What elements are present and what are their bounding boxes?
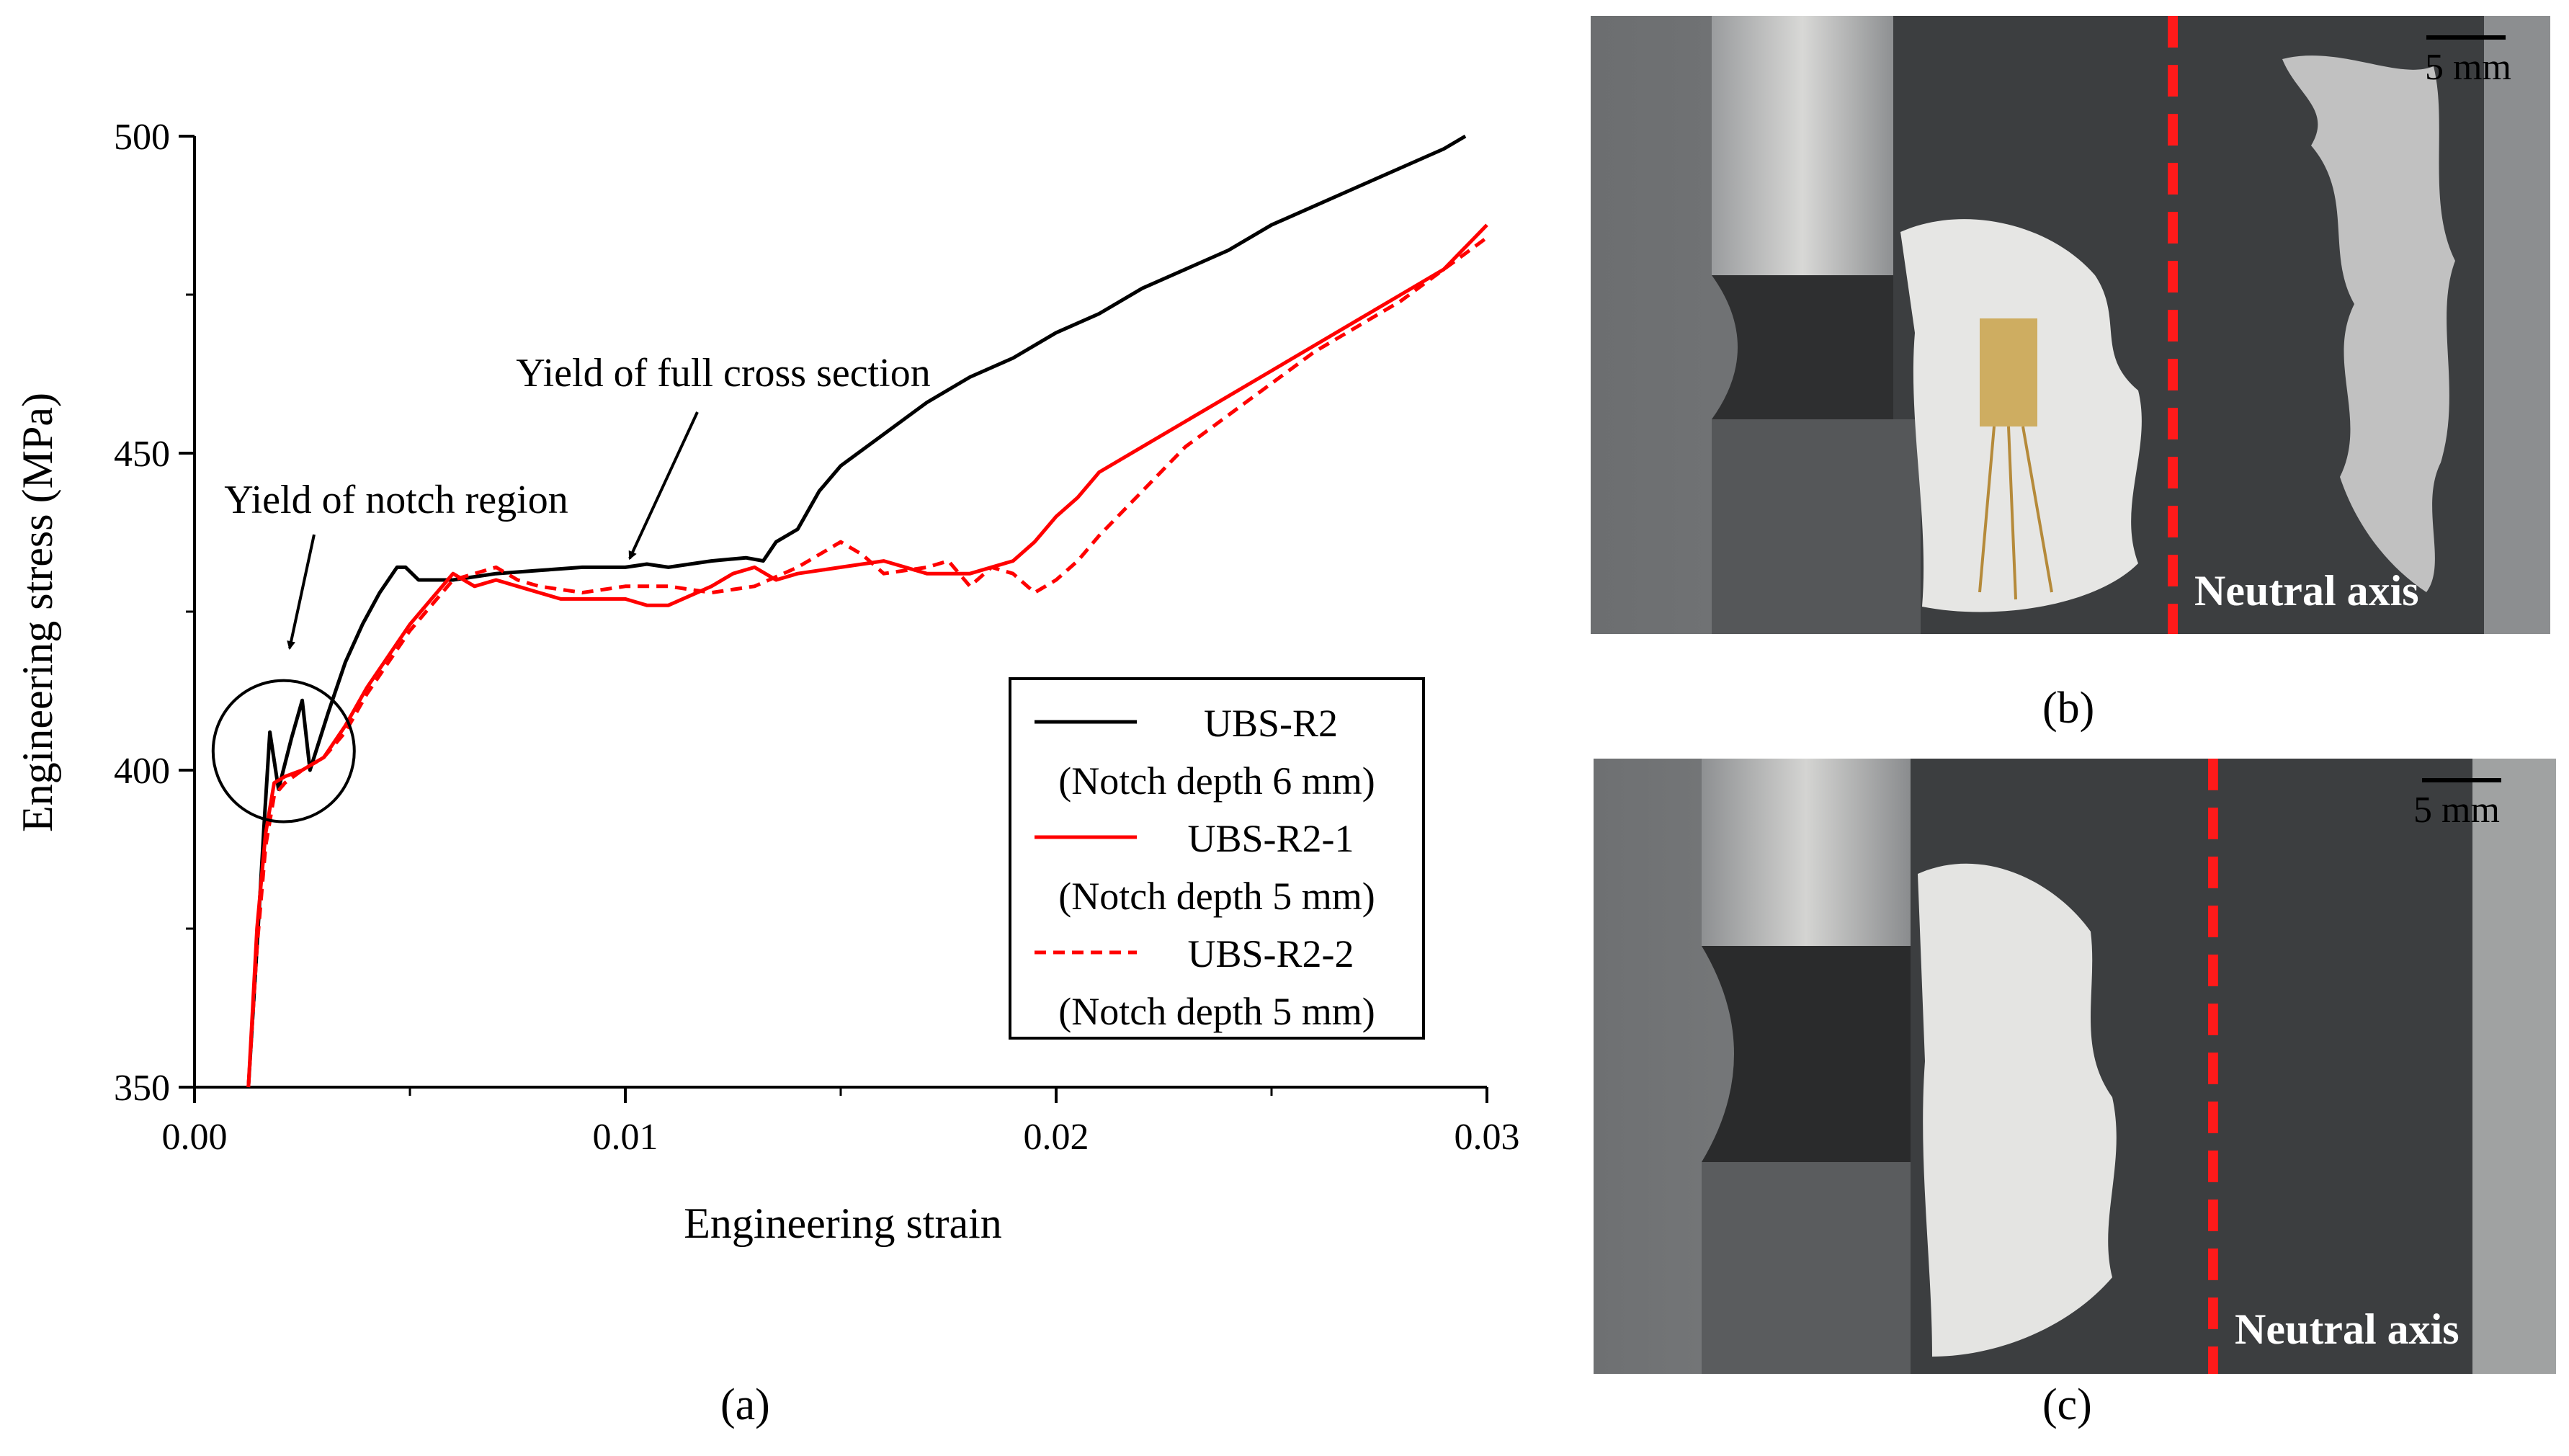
stress-strain-chart: 0.00 0.01 0.02 0.03 350 400 450 500 Yield of fu…: [14, 117, 1520, 1247]
annotation-notch-region: Yield of notch region: [224, 478, 568, 522]
y-tick-label: 350: [114, 1068, 170, 1109]
legend-label: UBS-R2: [1204, 702, 1338, 745]
legend-box: [1009, 677, 1425, 1040]
notch-yield-circle: [211, 679, 356, 823]
y-axis-label: Engineering stress (MPa): [14, 393, 61, 832]
strain-gauge: [1980, 318, 2037, 426]
x-tick-label: 0.02: [1024, 1117, 1089, 1158]
plate-right-edge: [2472, 759, 2556, 1374]
panel-label-b: (b): [2042, 684, 2095, 733]
notch: [1702, 946, 1911, 1162]
legend-sublabel: (Notch depth 5 mm): [1058, 990, 1375, 1033]
annotation-full-section: Yield of full cross section: [516, 351, 930, 396]
annotation-arrow-full-section: [628, 411, 699, 560]
white-paint-right: [2282, 55, 2455, 593]
legend-label: UBS-R2-1: [1187, 817, 1354, 860]
notch: [1712, 275, 1893, 419]
x-tick-label: 0.00: [162, 1117, 228, 1158]
scale-label: 5 mm: [2425, 47, 2511, 88]
panel-label-c: (c): [2042, 1380, 2092, 1429]
panel-label-a: (a): [720, 1380, 770, 1429]
plate-right-edge: [2484, 16, 2550, 634]
steel-upper-block: [1702, 759, 1911, 946]
x-axis-label: Engineering strain: [684, 1200, 1002, 1247]
annotation-arrow-notch-region: [287, 534, 316, 650]
x-tick-label: 0.03: [1455, 1117, 1520, 1158]
y-tick-label: 500: [114, 117, 170, 158]
legend-sublabel: (Notch depth 6 mm): [1058, 759, 1375, 803]
photo-b-fracture-specimen: 5 mm Neutral axis: [1591, 16, 2550, 634]
steel-lower-block: [1712, 419, 1921, 634]
legend-sublabel: (Notch depth 5 mm): [1058, 875, 1375, 918]
white-paint-left: [1918, 863, 2117, 1357]
series-line-ubs-r2-1: [246, 223, 1488, 1088]
photo-c-fracture-specimen: 5 mm Neutral axis: [1594, 759, 2556, 1374]
y-tick-label: 400: [114, 751, 170, 792]
neutral-axis-label: Neutral axis: [2194, 567, 2419, 615]
steel-upper-block: [1712, 16, 1893, 275]
x-tick-label: 0.01: [593, 1117, 658, 1158]
gauge-wires: [1978, 426, 2053, 600]
y-tick-label: 450: [114, 434, 170, 475]
neutral-axis-label: Neutral axis: [2235, 1305, 2459, 1353]
chart-axes: 0.00 0.01 0.02 0.03 350 400 450 500: [114, 117, 1520, 1158]
series-line-ubs-r2: [246, 134, 1467, 1088]
chart-legend: UBS-R2 (Notch depth 6 mm) UBS-R2-1 (Notch d…: [1009, 677, 1425, 1040]
legend-label: UBS-R2-2: [1187, 932, 1354, 975]
steel-lower-block: [1702, 1162, 1911, 1374]
scale-label: 5 mm: [2413, 790, 2500, 831]
